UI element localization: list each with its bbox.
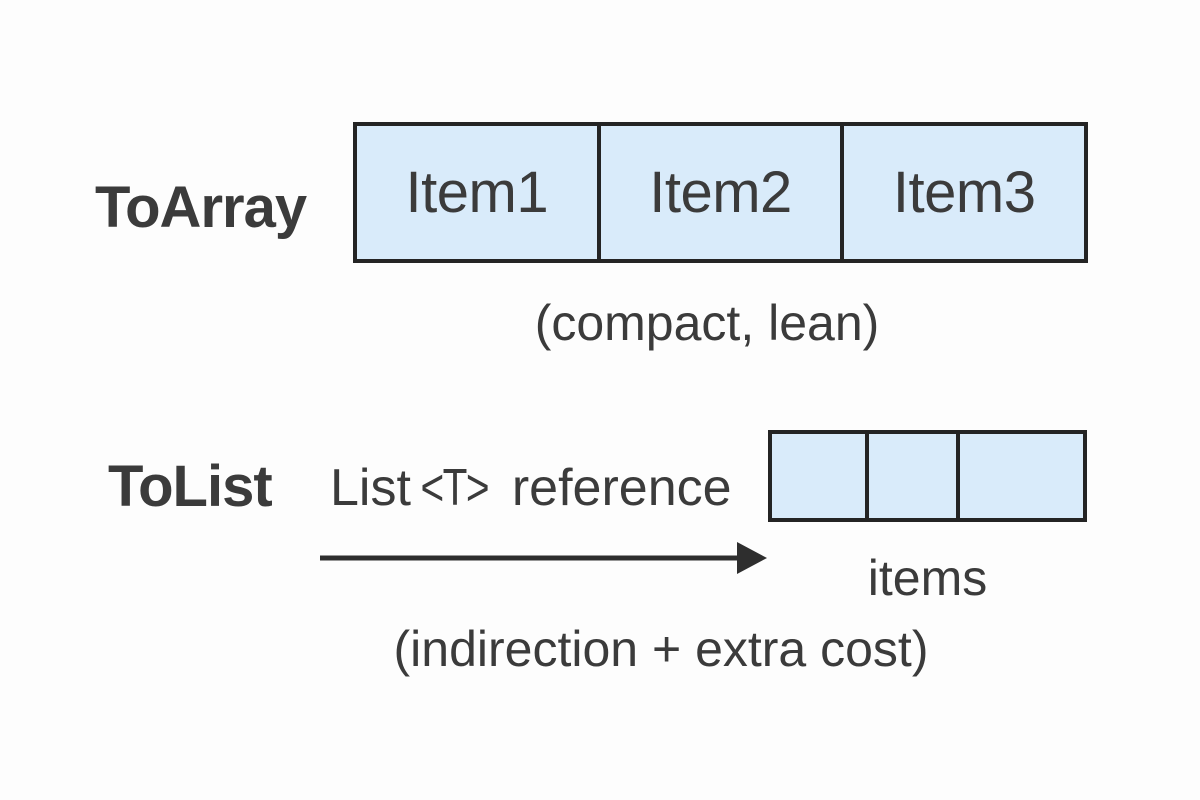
toarray-memory-box: Item1 Item2 Item3 [353, 122, 1088, 263]
list-cell-3 [956, 434, 1083, 518]
list-reference-text: List<T> reference [330, 462, 732, 514]
tolist-label: ToList [108, 454, 273, 519]
array-cell-item2: Item2 [596, 126, 841, 259]
tolist-caption: (indirection + extra cost) [393, 621, 929, 677]
list-reference-suffix: reference [497, 459, 732, 517]
toarray-caption: (compact, lean) [534, 295, 880, 351]
tolist-items-box [768, 430, 1087, 522]
array-cell-item1: Item1 [405, 160, 549, 225]
list-generic-type: <T> [420, 459, 489, 517]
list-cell-1 [772, 434, 865, 518]
toarray-label: ToArray [95, 175, 307, 240]
list-cell-2 [864, 434, 957, 518]
list-reference-prefix: List [330, 459, 411, 517]
items-label: items [867, 550, 988, 606]
array-cell-item3: Item3 [840, 126, 1084, 259]
arrow-right-icon [320, 542, 767, 574]
